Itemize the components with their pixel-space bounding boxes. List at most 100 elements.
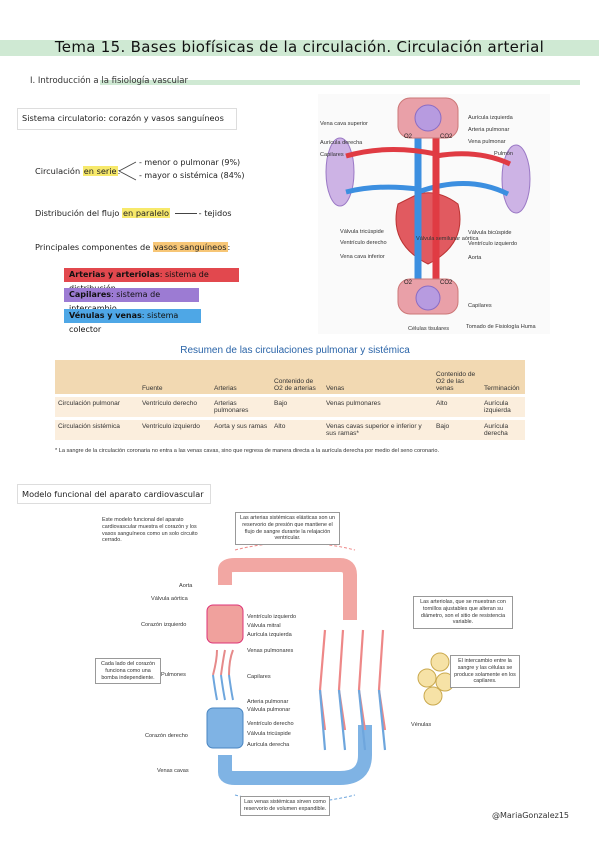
fig1-label: Ventrículo izquierdo <box>468 241 517 247</box>
circulation-diagram: O2 CO2 O2 CO2 Vena cava superior Aurícul… <box>318 94 550 334</box>
systemic-capillaries <box>318 629 387 751</box>
table-cell: Bajo <box>271 394 323 419</box>
tag-capilares: Capilares: sistema de intercambio <box>64 288 199 313</box>
page-title: Tema 15. Bases biofísicas de la circulac… <box>54 38 545 56</box>
bottom-callout: Las venas sistémicas sirven como reservo… <box>240 796 330 816</box>
fig2-mid-label: Ventrículo izquierdo <box>247 614 296 620</box>
modelo-title: Modelo funcional del aparato cardiovascu… <box>22 489 204 499</box>
vein-right <box>417 181 510 197</box>
componentes-prefix: Principales componentes de <box>35 242 153 252</box>
fig2-venulas-label: Vénulas <box>411 722 431 728</box>
table-cell: Circulación pulmonar <box>55 394 139 419</box>
circulacion-line: Circulación en serie: <box>35 166 120 176</box>
fig1-label: Vena pulmonar <box>468 139 506 145</box>
circulacion-item-2: - mayor o sistémica (84%) <box>139 171 245 180</box>
fig1-label: Aorta <box>468 255 482 261</box>
table-cell: Venas cavas superior e inferior y sus ra… <box>323 417 433 440</box>
author-handle: @MariaGonzalez15 <box>492 811 570 820</box>
table-cell: Aorta y sus ramas <box>211 417 271 440</box>
arrow-line <box>174 213 197 214</box>
distribucion-highlight: en paralelo <box>122 208 171 218</box>
table-header: Venas <box>323 360 433 396</box>
fig2-left-label: Corazón derecho <box>145 733 188 739</box>
fig2-left-label: Corazón izquierdo <box>141 622 186 628</box>
tag-capilares-text: : sistema de intercambio <box>69 290 161 313</box>
gas-o2-bottom: O2 <box>404 280 413 286</box>
functional-model-diagram: Este modelo funcional del aparato cardio… <box>95 510 520 825</box>
left-callout: Cada lado del corazón funciona como una … <box>95 658 161 685</box>
fig1-label: Ventrículo derecho <box>340 240 387 246</box>
table-row: Circulación sistémica Ventrículo izquier… <box>55 417 525 440</box>
right-heart <box>206 707 244 749</box>
table-header-row: Fuente Arterias Contenido de O2 de arter… <box>55 360 525 396</box>
fig2-mid-label: Válvula mitral <box>247 623 281 629</box>
table-cell: Arterias pulmonares <box>211 394 271 419</box>
table-cell: Ventrículo derecho <box>139 394 211 419</box>
fig2-mid-label: Venas pulmonares <box>247 648 294 654</box>
tag-arterias-bold: Arterias y arteriolas <box>69 270 160 279</box>
circulacion-suffix: : <box>117 166 121 176</box>
fig1-label: Pulmón <box>494 151 513 157</box>
table-cell: Aurícula izquierda <box>481 394 525 419</box>
table-row: Circulación pulmonar Ventrículo derecho … <box>55 394 525 419</box>
fig1-label: Vena cava superior <box>320 121 368 127</box>
fig1-label: Aurícula izquierda <box>468 115 514 121</box>
capillary-loop-top <box>414 104 442 132</box>
fig2-mid-label: Válvula pulmonar <box>247 707 290 713</box>
fig1-credit: Tomado de Fisiología Huma <box>466 324 536 330</box>
tag-venas: Vénulas y venas: sistema colector <box>64 309 201 334</box>
table-cell: Bajo <box>433 417 481 440</box>
summary-table: Fuente Arterias Contenido de O2 de arter… <box>55 360 525 440</box>
modelo-box <box>17 484 211 504</box>
fig1-label: Válvula bicúspide <box>468 230 512 236</box>
section-heading: I. Introducción a la fisiología vascular <box>30 76 188 86</box>
distribucion-prefix: Distribución del flujo <box>35 208 123 218</box>
fig2-mid-label: Capilares <box>247 674 271 680</box>
section-underline <box>100 80 580 85</box>
tissue-cells <box>417 652 455 706</box>
table-cell: Venas pulmonares <box>323 394 433 419</box>
table-cell: Alto <box>271 417 323 440</box>
fig1-label: Capilares <box>320 152 344 158</box>
fig2-mid-label: Aurícula izquierda <box>247 632 293 638</box>
systemic-artery-loop <box>218 558 357 620</box>
circulacion-item-1: - menor o pulmonar (9%) <box>139 158 241 167</box>
table-cell: Ventrículo izquierdo <box>139 417 211 440</box>
fig1-label: Válvula tricúspide <box>340 229 384 235</box>
tag-capilares-bold: Capilares <box>69 290 112 299</box>
fig1-label: Válvula semilunar aórtica <box>416 236 479 242</box>
pulmonary-capillaries <box>212 649 234 701</box>
circulacion-highlight: en serie <box>82 166 118 176</box>
tag-arterias: Arterias y arteriolas: sistema de distri… <box>64 268 239 293</box>
systemic-vein-loop <box>218 725 372 785</box>
table-header: Fuente <box>139 360 211 396</box>
artery-right <box>435 151 512 167</box>
brace-lines <box>118 161 137 181</box>
lung-left <box>325 137 355 207</box>
artery-left <box>345 147 437 159</box>
fig1-label: Aurícula derecha <box>320 140 363 146</box>
sistema-box <box>17 108 237 130</box>
top-callout: Las arterias sistémicas elásticas son un… <box>235 512 340 545</box>
fig1-label: Arteria pulmonar <box>468 127 509 133</box>
fig2-left-label: Válvula aórtica <box>151 596 189 602</box>
sistema-title: Sistema circulatorio: corazón y vasos sa… <box>22 113 224 123</box>
fig1-bottom-label: Células tisulares <box>408 326 449 332</box>
tag-venas-text: : sistema colector <box>69 311 179 334</box>
gas-o2-top: O2 <box>404 134 413 140</box>
fig2-left-label: Aorta <box>179 583 193 589</box>
componentes-line: Principales componentes de vasos sanguín… <box>35 242 230 252</box>
table-header: Arterias <box>211 360 271 396</box>
intro-callout: Este modelo funcional del aparato cardio… <box>100 515 200 546</box>
table-header <box>55 360 139 396</box>
right-callout: Las arteriolas, que se muestran con torn… <box>413 596 513 629</box>
table-footnote: * La sangre de la circulación coronaria … <box>55 448 440 454</box>
table-header: Contenido de O2 de las venas <box>433 360 481 396</box>
fig1-label: Capilares <box>468 303 492 309</box>
tag-venas-bold: Vénulas y venas <box>69 311 142 320</box>
gas-co2-bottom: CO2 <box>440 280 453 286</box>
title-highlight-band <box>0 40 599 56</box>
distribucion-line: Distribución del flujo en paralelo - tej… <box>35 208 231 218</box>
exchange-callout: El intercambio entre la sangre y las cél… <box>450 655 520 688</box>
table-cell: Aurícula derecha <box>481 417 525 440</box>
